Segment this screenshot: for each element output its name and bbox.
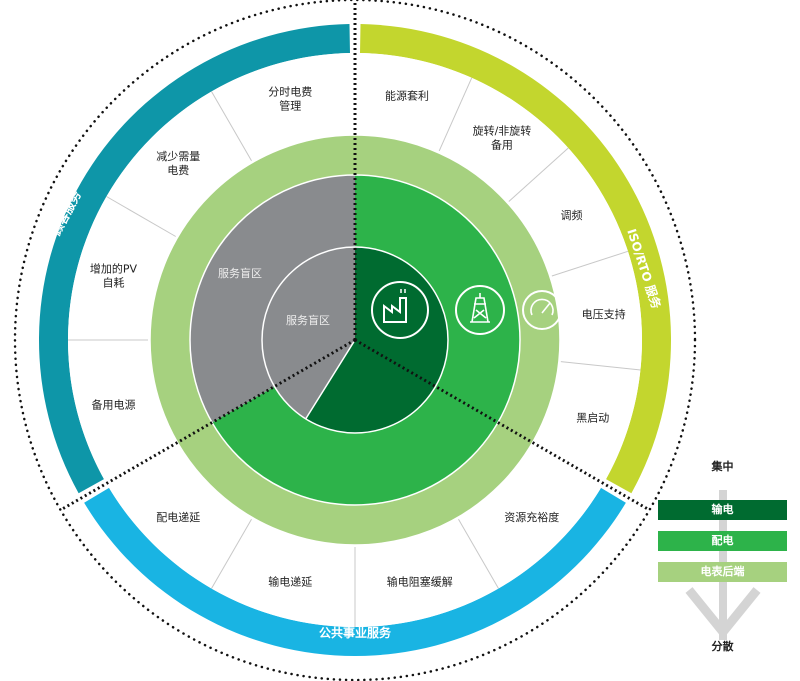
service-label: 黑启动	[576, 411, 609, 424]
service-label: 分时电费管理	[268, 86, 312, 113]
legend-distribution: 配电	[658, 531, 787, 551]
iso-rto-band	[360, 24, 671, 494]
service-divider	[560, 361, 641, 371]
service-divider	[508, 147, 569, 202]
utility-band-label: 公共事业服务	[319, 625, 392, 640]
service-label: 减少需量电费	[156, 150, 200, 177]
service-label: 输电阻塞缓解	[387, 574, 453, 588]
transmission-tower-icon-ring	[455, 285, 505, 335]
service-label: 备用电源	[92, 398, 136, 412]
factory-shape	[383, 297, 407, 323]
service-label: 电压支持	[582, 307, 626, 321]
blind-zone-outer-label: 服务盲区	[218, 266, 262, 280]
service-divider	[458, 519, 499, 589]
service-label: 配电递延	[156, 510, 200, 524]
legend-transmission: 输电	[658, 500, 787, 520]
blind-zone-inner-label: 服务盲区	[286, 313, 330, 327]
service-label: 能源套利	[385, 88, 429, 102]
service-divider	[211, 519, 252, 589]
smoke	[400, 289, 406, 293]
inner-divider	[261, 246, 449, 434]
service-label: 调频	[561, 208, 583, 222]
tower-shape	[470, 293, 490, 323]
gauge-shape	[530, 298, 554, 316]
service-label: 输电递延	[268, 574, 312, 588]
legend-bottom-label: 分散	[711, 640, 734, 653]
sector-boundary	[354, 338, 651, 512]
customer-band	[38, 24, 350, 494]
meter-gauge-icon-ring	[522, 290, 562, 330]
transmission-core	[305, 247, 448, 433]
service-label: 旋转/非旋转备用	[473, 124, 532, 152]
distribution-ring	[212, 175, 520, 505]
sector-boundary	[59, 338, 356, 512]
factory-icon	[371, 281, 429, 339]
service-divider	[551, 250, 629, 277]
transmission-tower-icon	[455, 285, 505, 335]
service-divider	[211, 91, 252, 161]
outer-dotted-circle	[13, 0, 697, 681]
legend-behind-meter: 电表后端	[658, 562, 787, 582]
legend-top-label: 集中	[711, 460, 734, 473]
blind-zone-outer	[189, 175, 355, 423]
service-label: 资源充裕度	[504, 510, 559, 524]
service-divider	[106, 196, 176, 237]
utility-band	[84, 487, 626, 657]
meter-gauge-icon	[522, 290, 562, 330]
core-divider	[305, 339, 356, 420]
arrow-down-icon	[685, 587, 761, 640]
factory-icon-ring	[371, 281, 429, 339]
service-divider	[438, 77, 473, 152]
